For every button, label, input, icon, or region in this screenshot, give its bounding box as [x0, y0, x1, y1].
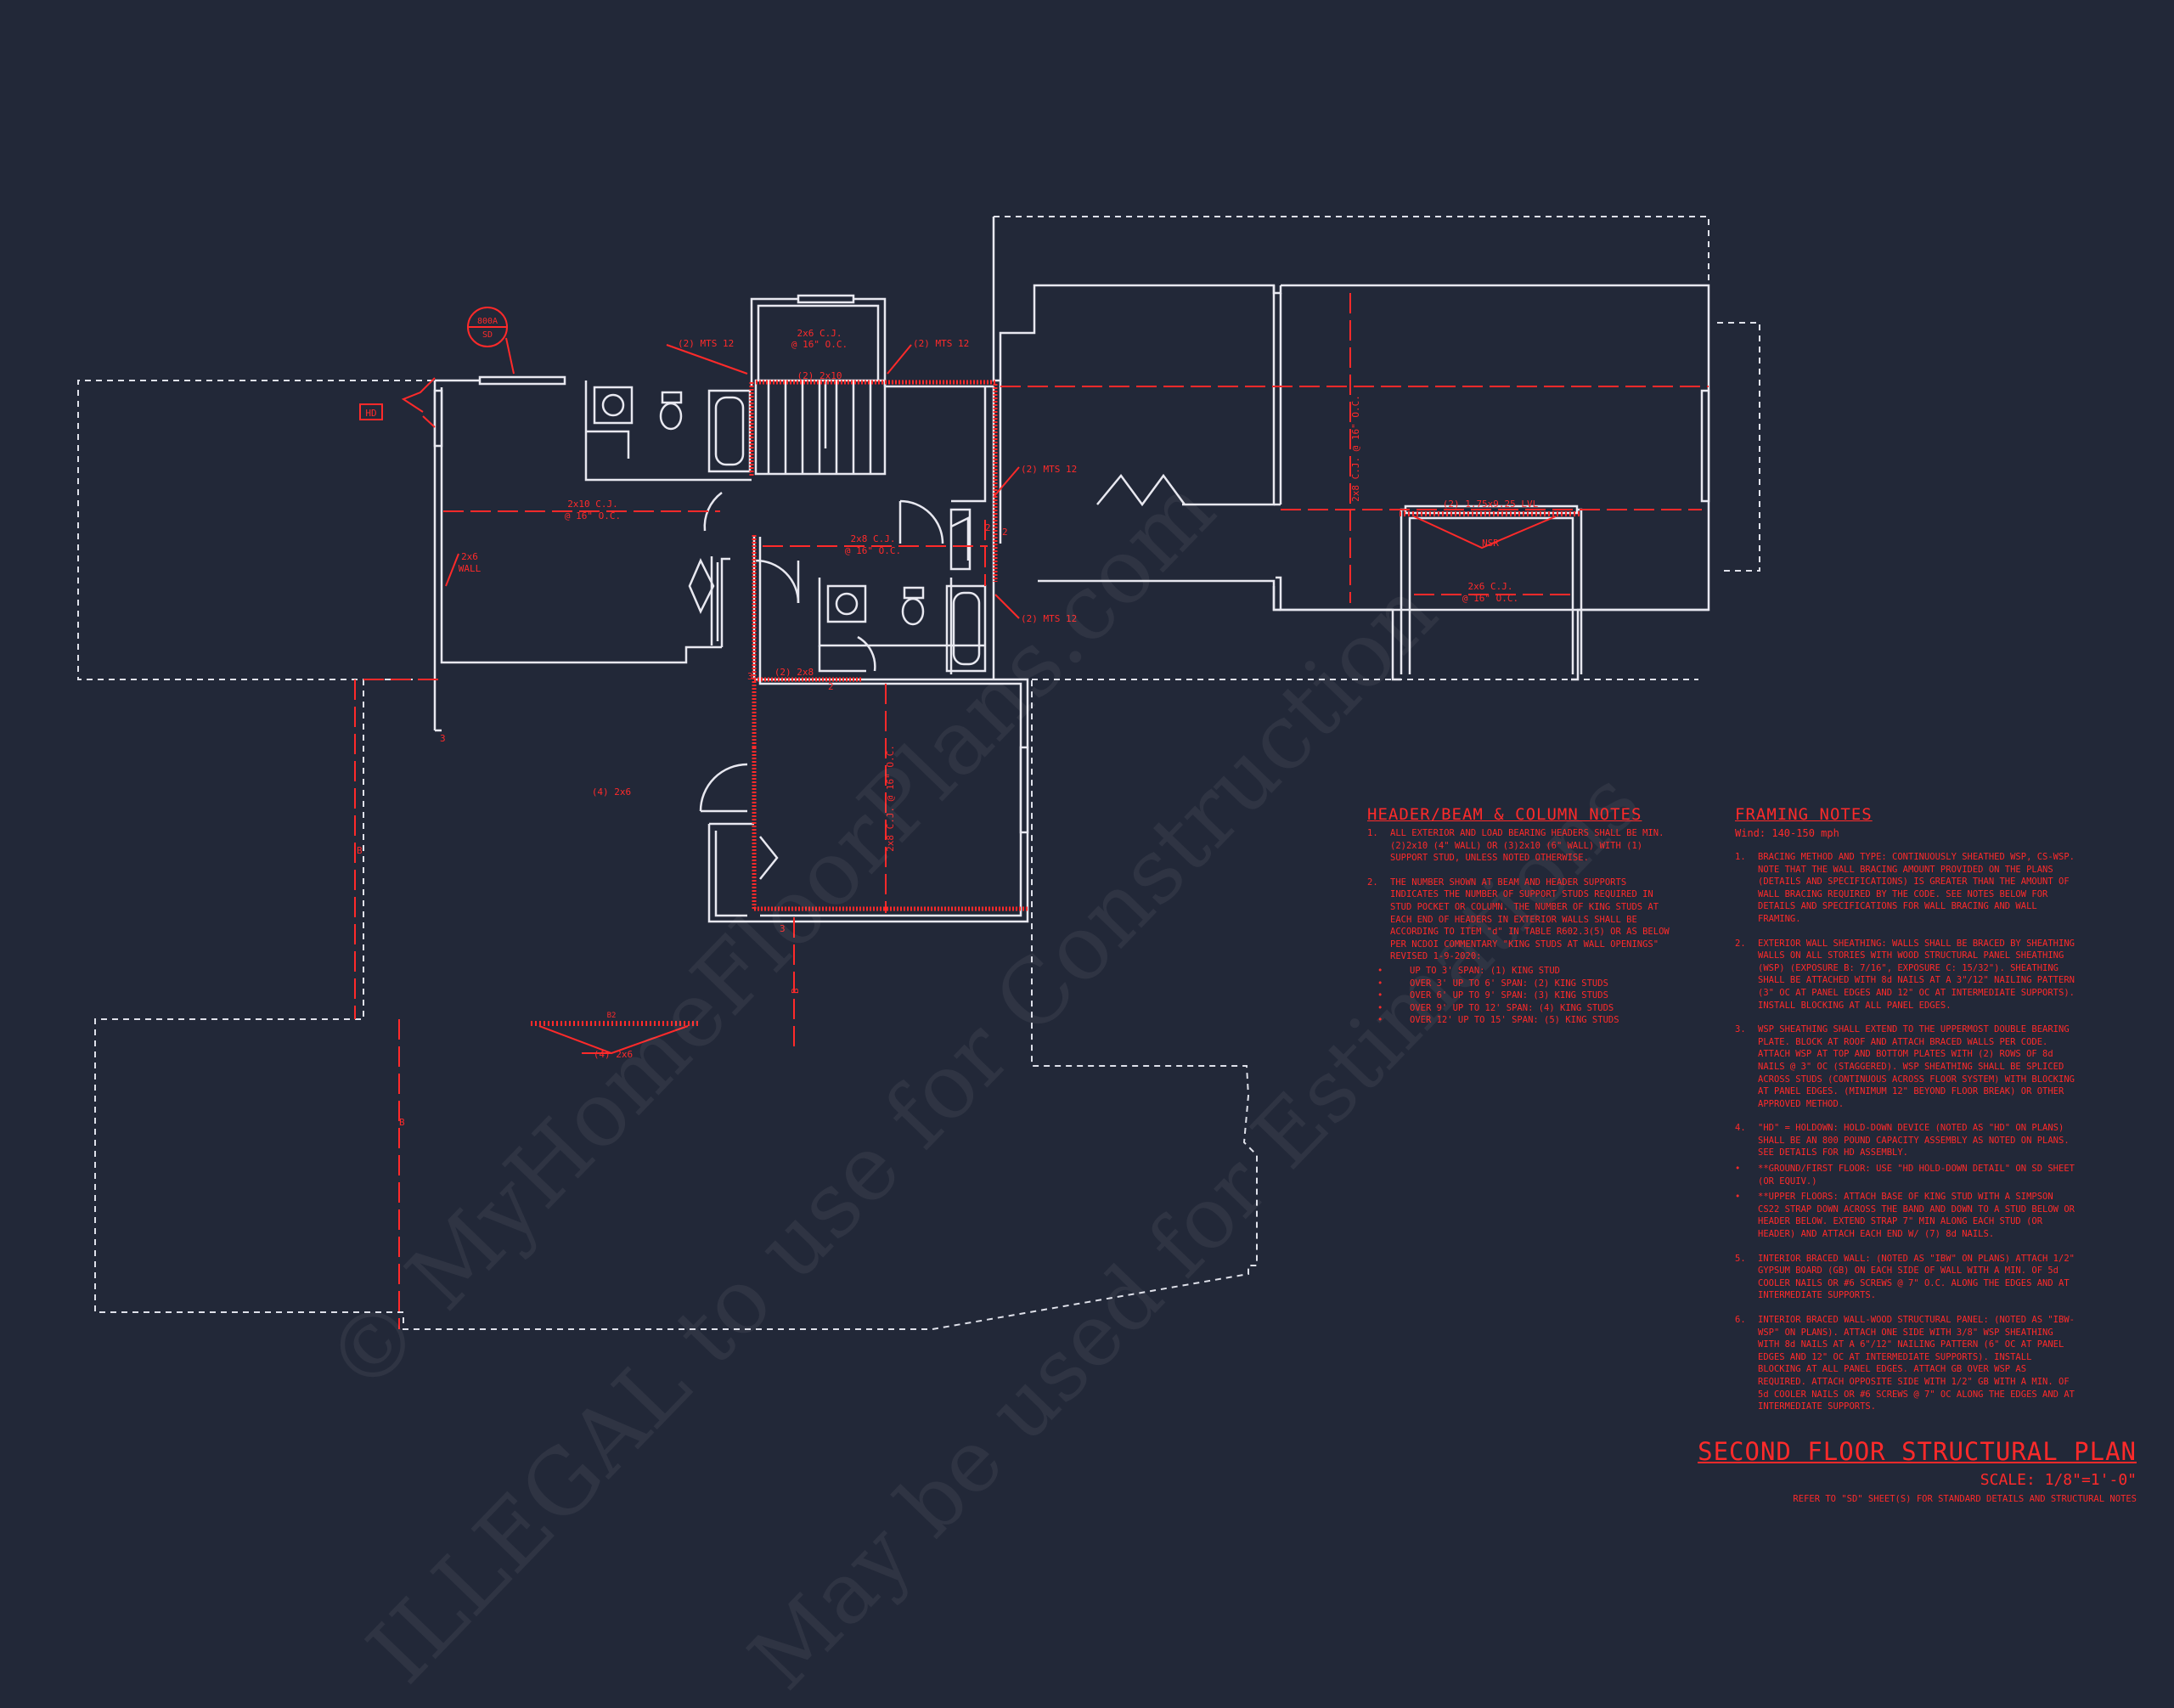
header-note-1: 1. ALL EXTERIOR AND LOAD BEARING HEADERS…	[1367, 827, 1675, 865]
post-label-1: (4) 2x6	[592, 786, 631, 798]
plan-title-block: SECOND FLOOR STRUCTURAL PLAN SCALE: 1/8"…	[1698, 1437, 2137, 1504]
framing-note-6: 6.INTERIOR BRACED WALL-WOOD STRUCTURAL P…	[1735, 1315, 2075, 1412]
stud-count-3: 2	[985, 522, 991, 533]
header-beam-notes: HEADER/BEAM & COLUMN NOTES 1. ALL EXTERI…	[1367, 805, 1675, 1027]
walls	[433, 217, 1710, 923]
framing-note-4b: •**UPPER FLOORS: ATTACH BASE OF KING STU…	[1735, 1192, 2075, 1240]
framing-note-3: 3.WSP SHEATHING SHALL EXTEND TO THE UPPE…	[1735, 1024, 2075, 1109]
strap-callout-2: (2) MTS 12	[913, 338, 969, 349]
beam-label-3: B	[790, 988, 801, 994]
header-notes-title: HEADER/BEAM & COLUMN NOTES	[1367, 805, 1642, 824]
framing-note-1: 1.BRACING METHOD AND TYPE: CONTINUOUSLY …	[1735, 852, 2075, 924]
note-text: THE NUMBER SHOWN AT BEAM AND HEADER SUPP…	[1390, 877, 1670, 962]
plan-title: SECOND FLOOR STRUCTURAL PLAN	[1698, 1437, 2137, 1466]
framing-note-4a: •**GROUND/FIRST FLOOR: USE "HD HOLD-DOWN…	[1735, 1164, 2075, 1187]
framing-notes-wind: Wind: 140-150 mph	[1735, 827, 1839, 839]
structural-linework	[354, 293, 1709, 1329]
holdown-tag: HD	[365, 408, 376, 419]
ceiling-joist-left-b: @ 16" O.C.	[565, 510, 621, 521]
beam-label-2: B	[399, 1117, 405, 1128]
plan-scale: SCALE: 1/8"=1'-0"	[1980, 1471, 2137, 1489]
king-stud-rule-5: •OVER 12' UP TO 15' SPAN: (5) KING STUDS	[1377, 1015, 1619, 1026]
ceiling-joist-left-a: 2x10 C.J.	[567, 499, 618, 510]
ceiling-joist-right-vertical: 2x8 C.J. @ 16" O.C.	[1350, 395, 1361, 502]
structural-plan-drawing: 800A SD HD (2) MTS 12 (2) MTS 12 (2) MTS…	[0, 0, 2174, 1631]
post-label-2: (4) 2x6	[594, 1049, 633, 1060]
ceiling-joist-mid-b: @ 16" O.C.	[845, 545, 901, 556]
plan-reference: REFER TO "SD" SHEET(S) FOR STANDARD DETA…	[1793, 1494, 2137, 1504]
header-2x10-top: (2) 2x10	[797, 370, 842, 381]
ceiling-joist-top-b: @ 16" O.C.	[791, 339, 848, 350]
stud-count-1: 3	[747, 671, 753, 682]
ceiling-joist-lower-vertical: 2x8 C.J. @ 16" O.C.	[885, 745, 896, 852]
nsr-label: NSR	[1482, 538, 1499, 549]
detail-callout-bottom: SD	[482, 330, 493, 340]
beam-label-1: B	[357, 845, 363, 856]
king-stud-rule-2: •OVER 3' UP TO 6' SPAN: (2) KING STUDS	[1377, 978, 1608, 989]
framing-notes: FRAMING NOTES Wind: 140-150 mph 1.BRACIN…	[1735, 805, 2079, 1425]
dashed-outlines	[77, 216, 1760, 1330]
ceiling-joist-bay-b: @ 16" O.C.	[1462, 593, 1518, 604]
stud-count-6: 2	[1002, 527, 1008, 538]
framing-note-2: 2.EXTERIOR WALL SHEATHING: WALLS SHALL B…	[1735, 938, 2075, 1011]
stud-count-2: 2	[828, 681, 834, 692]
note-text: ALL EXTERIOR AND LOAD BEARING HEADERS SH…	[1390, 828, 1664, 864]
callout-labels: 800A SD HD (2) MTS 12 (2) MTS 12 (2) MTS…	[357, 317, 1539, 1128]
strap-callout-1: (2) MTS 12	[678, 338, 734, 349]
framing-note-4: 4."HD" = HOLDOWN: HOLD-DOWN DEVICE (NOTE…	[1735, 1123, 2070, 1158]
king-stud-rule-3: •OVER 6' UP TO 9' SPAN: (3) KING STUDS	[1377, 990, 1608, 1001]
strap-callout-4: (2) MTS 12	[1021, 613, 1077, 624]
lvl-beam-label: (2) 1.75x9.25 LVL	[1443, 499, 1539, 510]
king-stud-rule-4: •OVER 9' UP TO 12' SPAN: (4) KING STUDS	[1377, 1002, 1614, 1013]
king-stud-rule-1: •UP TO 3' SPAN: (1) KING STUD	[1377, 965, 1561, 976]
wall-label-a: 2x6	[461, 551, 478, 562]
framing-notes-title: FRAMING NOTES	[1735, 805, 1873, 824]
strap-callout-3: (2) MTS 12	[1021, 464, 1077, 475]
framing-note-5: 5.INTERIOR BRACED WALL: (NOTED AS "IBW" …	[1735, 1253, 2075, 1301]
beam-tag: B2	[607, 1012, 617, 1020]
stud-count-4: 3	[780, 923, 786, 934]
ceiling-joist-bay-a: 2x6 C.J.	[1468, 581, 1513, 592]
header-2x8-label: (2) 2x8	[774, 667, 814, 678]
ceiling-joist-top-a: 2x6 C.J.	[797, 328, 842, 339]
sheet-background	[0, 0, 2174, 1631]
wall-label-b: WALL	[459, 563, 482, 574]
stud-count-5: 3	[440, 733, 446, 744]
note-number: 1.	[1367, 828, 1378, 838]
ceiling-joist-mid-a: 2x8 C.J.	[851, 533, 896, 544]
header-note-2: 2. THE NUMBER SHOWN AT BEAM AND HEADER S…	[1367, 877, 1675, 963]
detail-callout-top: 800A	[477, 317, 498, 326]
note-number: 2.	[1367, 877, 1378, 888]
